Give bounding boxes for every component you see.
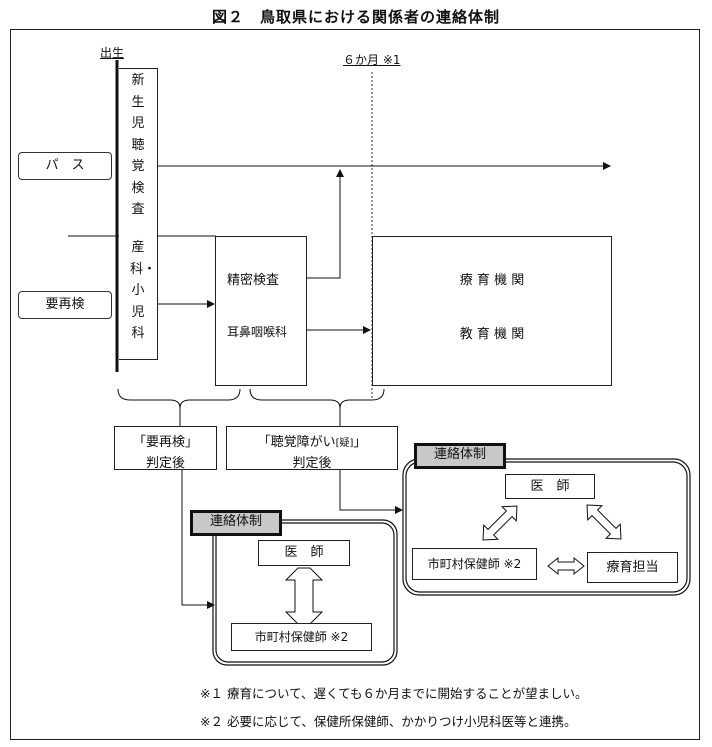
pass-label: パ ス xyxy=(18,152,112,180)
after-hearing-line2: 判定後 xyxy=(292,456,332,471)
after-hearing-line1: 「聴覚障がい[疑]」 xyxy=(227,431,397,450)
birth-label: 出生 xyxy=(100,46,125,60)
rehab-org-label: 療 育 機 関 xyxy=(459,273,525,288)
detailed-exam-box xyxy=(215,236,307,386)
edu-org-label: 教 育 機 関 xyxy=(459,327,525,342)
organizations-box xyxy=(372,236,612,386)
after-recheck-line2: 判定後 xyxy=(145,456,185,471)
left-doctor-box: 医 師 xyxy=(258,540,350,566)
ent-label: 耳鼻咽喉科 xyxy=(227,325,288,339)
suspected-mark: [疑] xyxy=(335,438,354,449)
right-contact-outline xyxy=(402,458,691,596)
doctor-nurse-double-arrow xyxy=(284,567,324,625)
footnote-1: ※１ 療育について、遅くても６か月までに開始することが望ましい。 xyxy=(200,686,588,701)
diagram-frame xyxy=(10,29,700,740)
recheck-label: 要再検 xyxy=(18,291,112,319)
detailed-exam-label: 精密検査 xyxy=(227,273,280,288)
doctor-nurse-right-double-arrow xyxy=(482,505,518,541)
right-nurse-box: 市町村保健師 ※2 xyxy=(412,548,537,580)
rehab-staff-box: 療育担当 xyxy=(587,552,678,583)
after-hearing-close: 」 xyxy=(353,435,367,450)
brace-right xyxy=(249,388,385,409)
after-hearing-box: 「聴覚障がい[疑]」 判定後 xyxy=(226,426,398,471)
right-doctor-box: 医 師 xyxy=(505,474,595,499)
nurse-rehab-double-arrow xyxy=(547,556,585,576)
footnote-2: ※２ 必要に応じて、保健所保健師、かかりつけ小児科医等と連携。 xyxy=(200,714,577,729)
diagram-title: 図２ 鳥取県における関係者の連絡体制 xyxy=(211,8,500,26)
exam-up-arrow xyxy=(307,169,344,279)
after-recheck-line1: 「要再検」 xyxy=(132,435,198,450)
left-contact-badge: 連絡体制 xyxy=(190,510,282,536)
to-right-contact-arrow xyxy=(339,470,403,514)
after-hearing-text: 「聴覚障がい xyxy=(257,435,336,450)
left-contact-outline xyxy=(212,519,398,666)
newborn-test-label: 新生児聴覚検査 xyxy=(131,73,145,217)
doctor-rehab-double-arrow xyxy=(586,504,622,540)
newborn-column-box xyxy=(119,68,158,360)
obstetrics-label: 産科・小児科 xyxy=(130,240,157,341)
left-nurse-box: 市町村保健師 ※2 xyxy=(231,623,372,651)
six-month-label: ６か月 ※1 xyxy=(343,53,401,67)
to-left-contact-arrow xyxy=(181,470,215,609)
right-contact-badge: 連絡体制 xyxy=(414,443,506,469)
brace-left xyxy=(117,388,241,409)
after-recheck-box: 「要再検」 判定後 xyxy=(114,426,217,471)
